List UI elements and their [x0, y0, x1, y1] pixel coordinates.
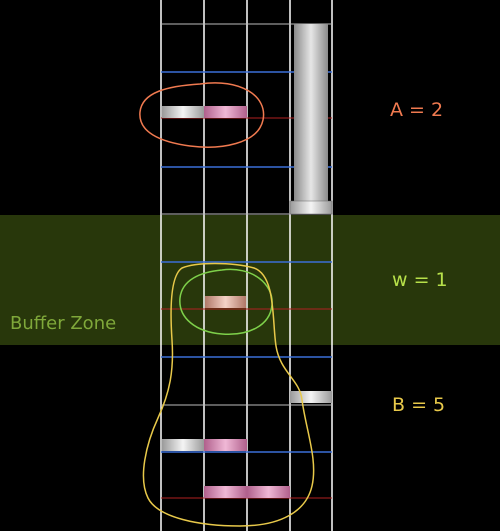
note-pink — [204, 486, 247, 498]
outline-b — [142, 262, 315, 527]
note-white — [290, 391, 332, 403]
note-pink — [204, 106, 247, 118]
note-pink — [204, 439, 247, 451]
note-pink — [247, 486, 290, 498]
note-peach — [205, 296, 246, 308]
outline-a — [139, 82, 265, 148]
buffer-zone-label: Buffer Zone — [10, 313, 117, 334]
label-w: w = 1 — [392, 269, 448, 291]
hold-note-body — [294, 24, 328, 202]
outline-w — [179, 268, 273, 335]
label-b: B = 5 — [392, 394, 446, 416]
note-white — [162, 439, 204, 451]
label-a: A = 2 — [390, 99, 444, 121]
note-white — [162, 106, 204, 118]
hold-note-end — [289, 200, 333, 215]
buffer-zone-band — [0, 215, 500, 345]
